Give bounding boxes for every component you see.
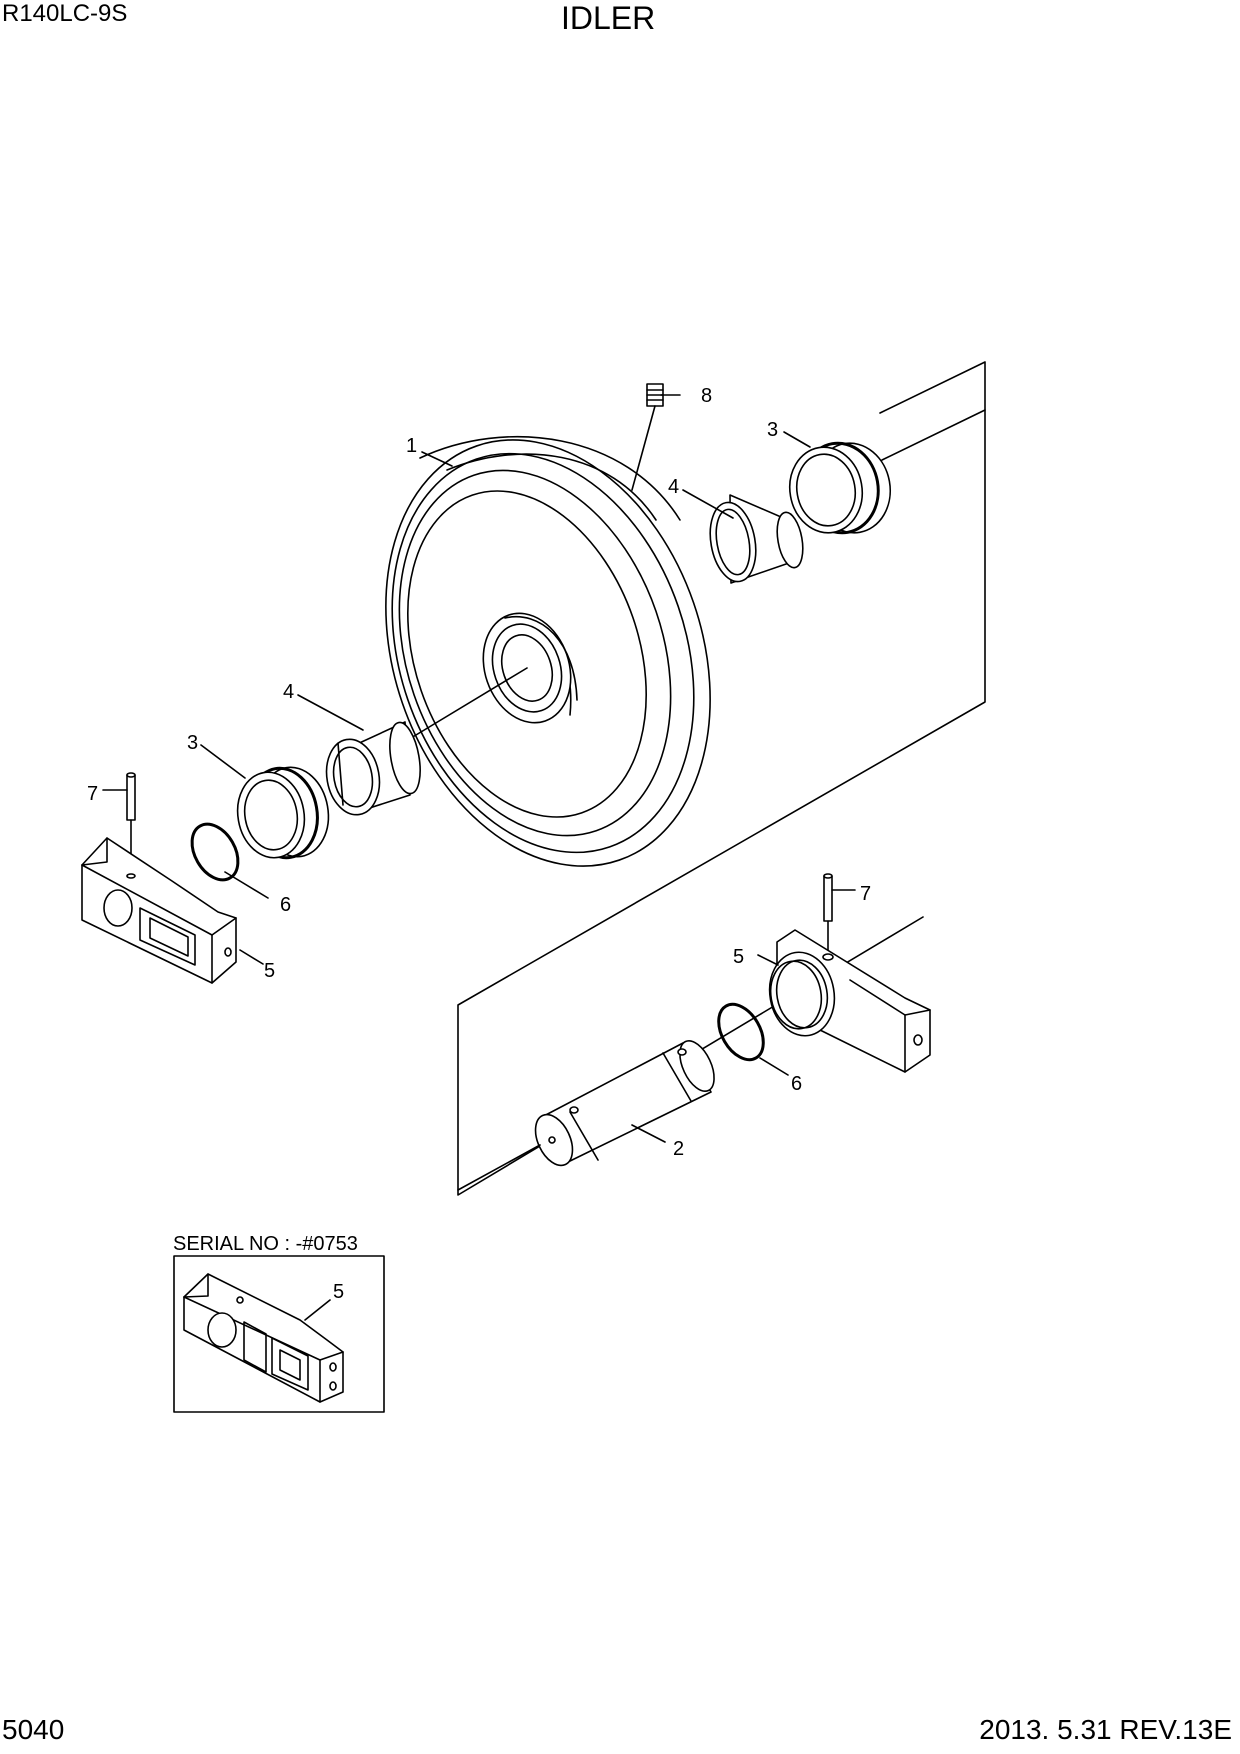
callout-4-bushing-left: 4 — [283, 681, 294, 703]
callout-7-pin-left: 7 — [87, 783, 98, 805]
callout-4-bushing-right: 4 — [668, 476, 679, 498]
callout-6-o-ring-right: 6 — [791, 1073, 802, 1095]
bracket-right — [768, 929, 931, 1073]
o-ring-right — [717, 1002, 765, 1062]
o-ring-left — [190, 822, 240, 882]
bushing-right — [709, 494, 804, 584]
bushing-left — [325, 721, 421, 816]
page-number: 5040 — [2, 1714, 65, 1745]
assembly-outline — [457, 361, 986, 1196]
callout-3-seal-left: 3 — [187, 732, 198, 754]
inset-serial-caption: SERIAL NO : -#0753 — [173, 1233, 358, 1255]
callout-8-plug: 8 — [701, 385, 712, 407]
model-code: R140LC-9S — [2, 0, 128, 27]
callout-2-shaft: 2 — [673, 1138, 684, 1160]
callout-leaders — [102, 394, 856, 1143]
callout-3-seal-right: 3 — [767, 419, 778, 441]
pin-right — [823, 873, 833, 958]
seal-left — [236, 766, 330, 860]
idler-wheel — [385, 435, 711, 867]
page-title: IDLER — [561, 0, 656, 36]
plug — [631, 383, 664, 491]
revision-date: 2013. 5.31 REV.13E — [979, 1714, 1232, 1745]
seal-right — [788, 409, 986, 535]
callout-5-bracket-right: 5 — [733, 946, 744, 968]
callout-7-pin-right: 7 — [860, 883, 871, 905]
inset-alternate-bracket: SERIAL NO : -#0753 5 — [173, 1233, 385, 1413]
bracket-left — [81, 837, 237, 984]
callout-6-o-ring-left: 6 — [280, 894, 291, 916]
inset-callout-5: 5 — [333, 1281, 344, 1303]
callout-5-bracket-left: 5 — [264, 960, 275, 982]
shaft — [457, 1040, 715, 1191]
callout-1-idler: 1 — [406, 435, 417, 457]
